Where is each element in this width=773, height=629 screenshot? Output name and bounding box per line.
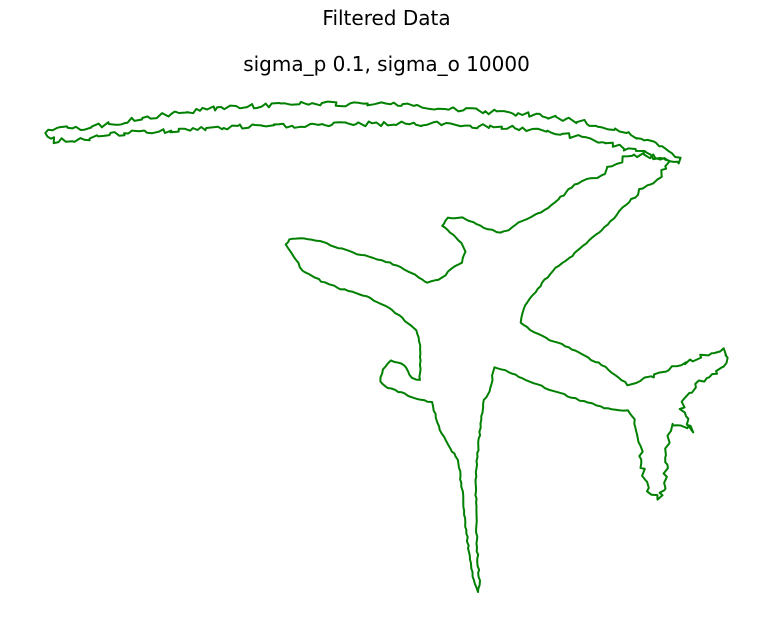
filtered-trajectory-line: [44, 100, 729, 593]
plot-title: sigma_p 0.1, sigma_o 10000: [243, 52, 530, 76]
figure-suptitle: Filtered Data: [322, 6, 451, 30]
